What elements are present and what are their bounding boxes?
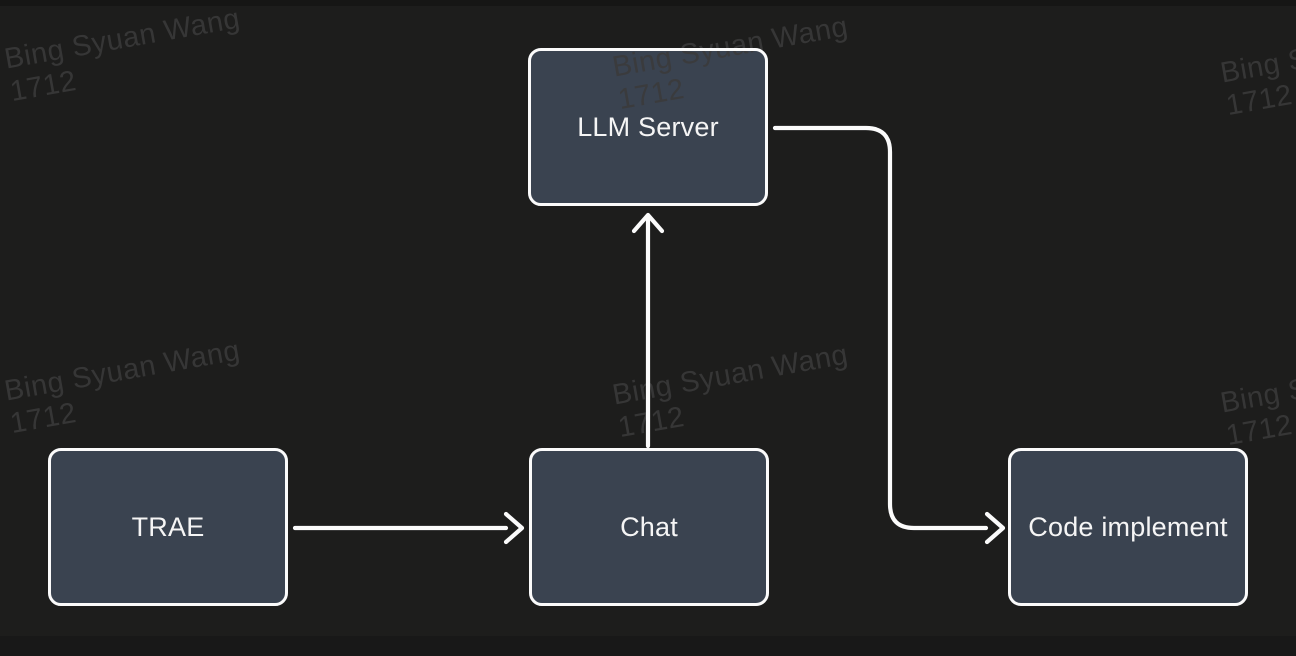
screen-edge-top (0, 0, 1296, 6)
node-label: TRAE (131, 511, 205, 542)
node-trae[interactable]: TRAE (48, 448, 288, 606)
node-label: Chat (620, 511, 678, 542)
node-chat[interactable]: Chat (529, 448, 769, 606)
screen-edge-bottom (0, 636, 1296, 656)
node-code-implement[interactable]: Code implement (1008, 448, 1248, 606)
node-fill-llm-server (528, 48, 768, 206)
node-label: LLM Server (577, 111, 719, 142)
node-fill-code-implement (1008, 448, 1248, 606)
edge-trae-to-chat[interactable] (292, 511, 525, 545)
edge-llm-server-to-code-implement[interactable] (772, 125, 1006, 545)
node-fill-trae (48, 448, 288, 606)
node-llm-server[interactable]: LLM Server (528, 48, 768, 206)
node-label: Code implement (1028, 511, 1228, 542)
node-fill-chat (529, 448, 769, 606)
edge-chat-to-llm-server[interactable] (631, 212, 665, 449)
